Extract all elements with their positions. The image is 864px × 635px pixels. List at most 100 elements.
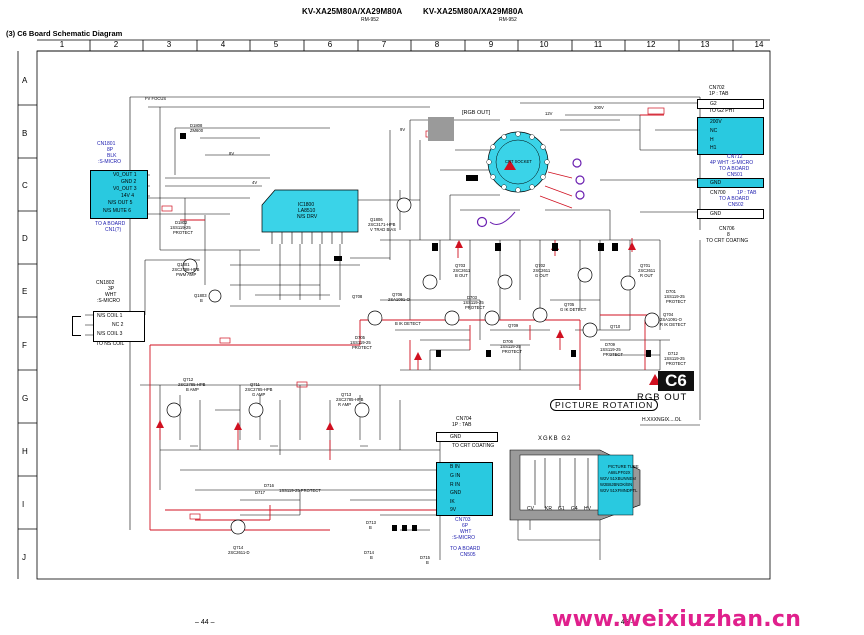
label-d716: D716 <box>264 483 275 488</box>
cn1801-pin-1: V0_OUT 1 <box>113 172 137 178</box>
cn1802-title: CN1802 <box>96 280 115 286</box>
voltage-8v: 8V <box>229 151 235 156</box>
label-d713: D713 <box>366 520 377 525</box>
label-d1808-part: ZM600 <box>190 128 204 133</box>
cn704-sub-1: 1P : TAB <box>452 422 472 428</box>
cn700-sub-1: 1P : TAB <box>737 190 757 196</box>
cn706-sub-2: TO CRT COATING <box>706 238 749 244</box>
label-q711-part: 2SC2785-HPB <box>245 387 273 392</box>
cn712-sub-1: 4P WHT :S-MICRO <box>710 160 754 166</box>
label-d705-role: PROTECT <box>352 345 373 350</box>
label-d701: D701 <box>666 289 677 294</box>
cn1801-note-2: CN1(?) <box>105 227 122 233</box>
label-d703: D703 <box>467 295 478 300</box>
label-d706: D706 <box>503 339 514 344</box>
label-q712-part: 2SC2785-HPB <box>178 382 206 387</box>
col-10: 10 <box>539 40 549 49</box>
col-5: 5 <box>273 40 279 49</box>
label-d705-part: 1SS119-25 <box>350 340 371 345</box>
label-d701-part: 1SS119-25 <box>664 294 685 299</box>
label-q713-role: R AMP <box>338 402 352 407</box>
label-d706-role: PROTECT <box>502 349 523 354</box>
cn706-title: CN706 <box>719 226 735 232</box>
cn1802-pin-3: N/S COIL 3 <box>97 331 123 337</box>
label-d715-b: B <box>426 560 429 565</box>
col-11: 11 <box>593 40 603 49</box>
cn702-pin-1: G2 <box>710 101 717 107</box>
cn704-sub-2: TO CRT COATING <box>452 443 495 449</box>
cn1802-note: TO NS COIL <box>96 341 125 347</box>
label-q704-role: R IK DETECT <box>660 322 687 327</box>
cn702-note: TO G2 PHT <box>709 108 736 114</box>
label-d712: D712 <box>668 351 679 356</box>
cn703-sub-5: CN505 <box>460 552 476 558</box>
cn700-block: GND <box>697 178 764 188</box>
label-q703-role: B OUT <box>455 273 468 278</box>
label-d709-role: PROTECT <box>603 352 624 357</box>
col-13: 13 <box>700 40 710 49</box>
cn700-sub-3: CN502 <box>728 202 744 208</box>
cn703-block: B IN G IN R IN GND IK 9V <box>436 462 493 516</box>
col-4: 4 <box>220 40 226 49</box>
label-q704: Q704 <box>663 312 674 317</box>
cn704-box: GND <box>436 432 498 442</box>
label-q713: Q713 <box>341 392 352 397</box>
label-q1806: Q1806 <box>370 217 383 222</box>
label-q712-role: B AMP <box>186 387 199 392</box>
label-q714-part: 2SC2611-D <box>228 550 250 555</box>
label-d1808: D1808 <box>190 123 203 128</box>
crt-pin-hv: HV <box>584 506 591 512</box>
cn1801-note-1: TO A BOARD <box>95 221 126 227</box>
row-b: B <box>22 129 28 138</box>
label-q713-part: 2SC2785-HPB <box>336 397 364 402</box>
label-q705: Q705 <box>564 302 575 307</box>
row-e: E <box>22 287 28 296</box>
crt-pin-g1: G1 <box>558 506 565 512</box>
cn702-box: G2 <box>697 99 764 109</box>
row-j: J <box>22 553 26 562</box>
cn703-sub-2: WHT <box>460 529 472 535</box>
label-q1803: Q1803 <box>194 293 207 298</box>
sheet-title: (3) C6 Board Schematic Diagram <box>6 29 123 38</box>
voltage-4v: 4V <box>252 180 258 185</box>
model-title-left: KV-XA25M80A/XA29M80A <box>302 7 403 16</box>
crt-side-line-1: A68LPF02X <box>608 470 631 475</box>
voltage-9v: 9V <box>400 127 406 132</box>
label-d714: D714 <box>364 550 375 555</box>
label-q701: Q701 <box>640 263 651 268</box>
row-g: G <box>22 394 29 403</box>
row-f: F <box>22 341 27 350</box>
cn1801-pin-3: V0_OUT 3 <box>113 186 137 192</box>
label-q706-part: 2SA1091-O <box>388 297 410 302</box>
rm-label-left: RM-952 <box>361 17 379 23</box>
rgb-out-box-label: [RGB OUT] <box>462 110 491 116</box>
cn703-title: CN703 <box>455 517 471 523</box>
cn712-block: 200V NC H H1 <box>697 117 764 155</box>
label-d703-part: 1SS119-25 <box>463 300 484 305</box>
cn1802-pin-1: N/S COIL 1 <box>97 313 123 319</box>
cn1802-sub-2: WHT <box>105 292 117 298</box>
crt-side-title: PICTURE TUBE <box>608 464 639 469</box>
label-d716-part: 1SS119-25 PROTECT <box>279 488 321 493</box>
row-a: A <box>22 76 28 85</box>
label-q701-part: 2SC2611 <box>638 268 656 273</box>
crt-pin-g4: G4 <box>571 506 578 512</box>
label-q704-part: 2SA1091-O <box>660 317 682 322</box>
col-7: 7 <box>381 40 387 49</box>
label-d715: D715 <box>420 555 431 560</box>
ic1800-title: IC1800 <box>298 202 315 208</box>
cn1801-sub-2: BLK <box>107 153 117 159</box>
cn1802-sub-1: 3P <box>108 286 115 292</box>
cn703-sub-3: :S-MICRO <box>452 535 476 541</box>
crt-side-line-4: W2V 51XFMNDPTL <box>600 488 638 493</box>
cn1801-pin-5: N/S OUT 5 <box>108 200 133 206</box>
cn1801-pin-4: 14V 4 <box>121 193 135 199</box>
cn704-title: CN704 <box>456 416 472 422</box>
label-d714-b: B <box>370 555 373 560</box>
label-q701-role: R OUT <box>640 273 654 278</box>
cn703-sub-1: 6P <box>462 523 469 529</box>
col-2: 2 <box>113 40 119 49</box>
voltage-200v: 200V <box>594 105 604 110</box>
